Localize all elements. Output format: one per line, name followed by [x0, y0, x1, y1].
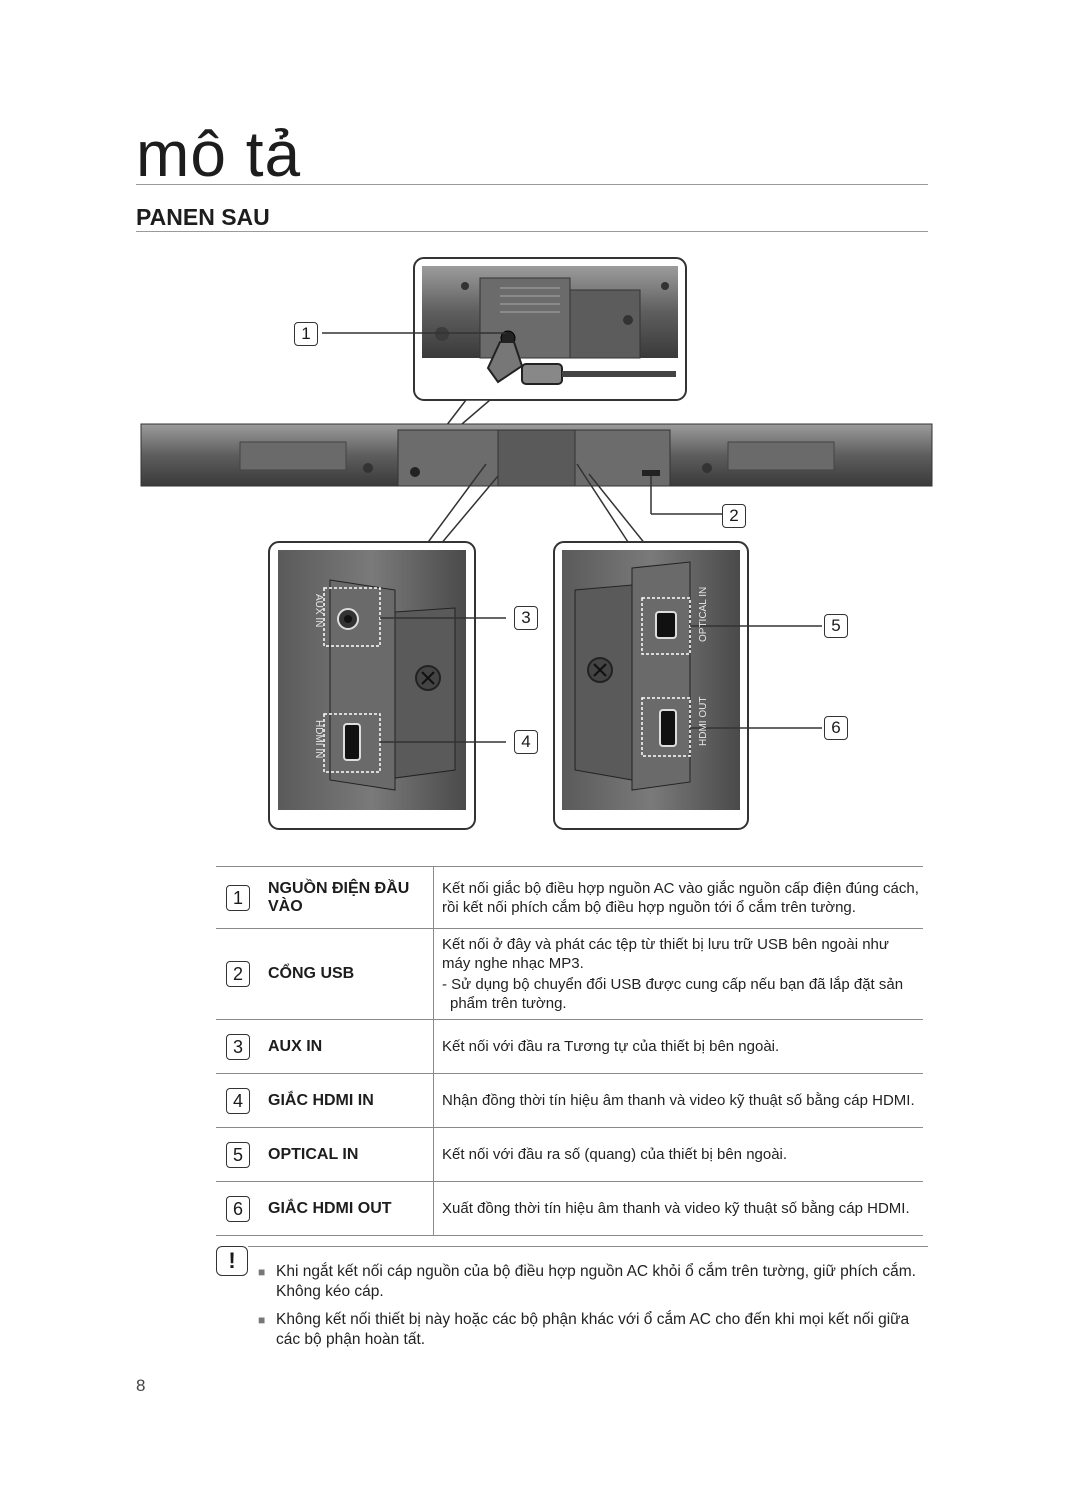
hdmi-in-port-label: HDMI IN — [313, 720, 324, 758]
row-description: Kết nối ở đây và phát các tệp từ thiết b… — [442, 936, 889, 972]
table-row: 4 GIẮC HDMI IN Nhận đồng thời tín hiệu â… — [216, 1073, 923, 1128]
row-label: AUX IN — [260, 1019, 434, 1074]
row-description: Xuất đồng thời tín hiệu âm thanh và vide… — [433, 1181, 923, 1236]
note-text: Không kết nối thiết bị này hoặc các bộ p… — [276, 1311, 910, 1348]
notes-divider — [248, 1246, 928, 1247]
row-number: 1 — [226, 884, 250, 911]
port-description-table: 1 NGUỒN ĐIỆN ĐẦU VÀO Kết nối giắc bộ điề… — [216, 866, 923, 1236]
notes-list: ■ Khi ngắt kết nối cáp nguồn của bộ điều… — [258, 1262, 930, 1358]
left-port-zoom: AUX IN HDMI IN — [268, 541, 506, 830]
row-label: GIẮC HDMI OUT — [260, 1181, 434, 1236]
table-row: 5 OPTICAL IN Kết nối với đầu ra số (quan… — [216, 1127, 923, 1182]
title-divider — [136, 184, 928, 185]
square-bullet-icon: ■ — [258, 1265, 266, 1279]
list-item: ■ Không kết nối thiết bị này hoặc các bộ… — [258, 1310, 930, 1350]
row-number: 6 — [226, 1195, 250, 1222]
rear-panel-diagram: AUX IN HDMI IN OPTICAL IN HDMI OUT 1 2 3… — [0, 250, 1080, 840]
table-row: 1 NGUỒN ĐIỆN ĐẦU VÀO Kết nối giắc bộ điề… — [216, 866, 923, 929]
right-port-zoom: OPTICAL IN HDMI OUT — [553, 541, 822, 830]
row-number: 3 — [226, 1033, 250, 1060]
callout-3: 3 — [514, 606, 538, 630]
table-row: 3 AUX IN Kết nối với đầu ra Tương tự của… — [216, 1019, 923, 1074]
callout-4: 4 — [514, 730, 538, 754]
table-row: 6 GIẮC HDMI OUT Xuất đồng thời tín hiệu … — [216, 1181, 923, 1236]
aux-in-port-label: AUX IN — [313, 594, 324, 627]
row-description-note: - Sử dụng bộ chuyển đổi USB được cung cấ… — [442, 976, 904, 1012]
soundbar-rear — [140, 423, 933, 515]
caution-icon: ! — [216, 1246, 248, 1276]
section-title: PANEN SAU — [136, 204, 270, 230]
note-text: Khi ngắt kết nối cáp nguồn của bộ điều h… — [276, 1263, 916, 1300]
callout-2: 2 — [722, 504, 746, 528]
row-number: 5 — [226, 1141, 250, 1168]
optical-in-port-label: OPTICAL IN — [698, 587, 709, 642]
square-bullet-icon: ■ — [258, 1313, 266, 1327]
page-number: 8 — [136, 1376, 146, 1395]
row-label: GIẮC HDMI IN — [260, 1073, 434, 1128]
hdmi-out-port-label: HDMI OUT — [698, 697, 709, 746]
callout-6: 6 — [824, 716, 848, 740]
row-description: Nhận đồng thời tín hiệu âm thanh và vide… — [433, 1073, 923, 1128]
section-divider — [136, 231, 928, 232]
row-label: CỔNG USB — [260, 928, 434, 1020]
row-number: 2 — [226, 961, 250, 987]
callout-5: 5 — [824, 614, 848, 638]
row-description: Kết nối với đầu ra số (quang) của thiết … — [433, 1127, 923, 1182]
row-description: Kết nối với đầu ra Tương tự của thiết bị… — [433, 1019, 923, 1074]
row-label: OPTICAL IN — [260, 1127, 434, 1182]
list-item: ■ Khi ngắt kết nối cáp nguồn của bộ điều… — [258, 1262, 930, 1302]
page-title: mô tả — [136, 118, 302, 190]
callout-1: 1 — [294, 322, 318, 346]
row-label: NGUỒN ĐIỆN ĐẦU VÀO — [260, 866, 434, 929]
row-description: Kết nối giắc bộ điều hợp nguồn AC vào gi… — [433, 866, 923, 929]
rear-panel-illustration: AUX IN HDMI IN OPTICAL IN HDMI OUT — [140, 257, 933, 830]
row-number: 4 — [226, 1087, 250, 1114]
table-row: 2 CỔNG USB Kết nối ở đây và phát các tệp… — [216, 928, 923, 1020]
power-jack-zoom — [322, 257, 687, 461]
